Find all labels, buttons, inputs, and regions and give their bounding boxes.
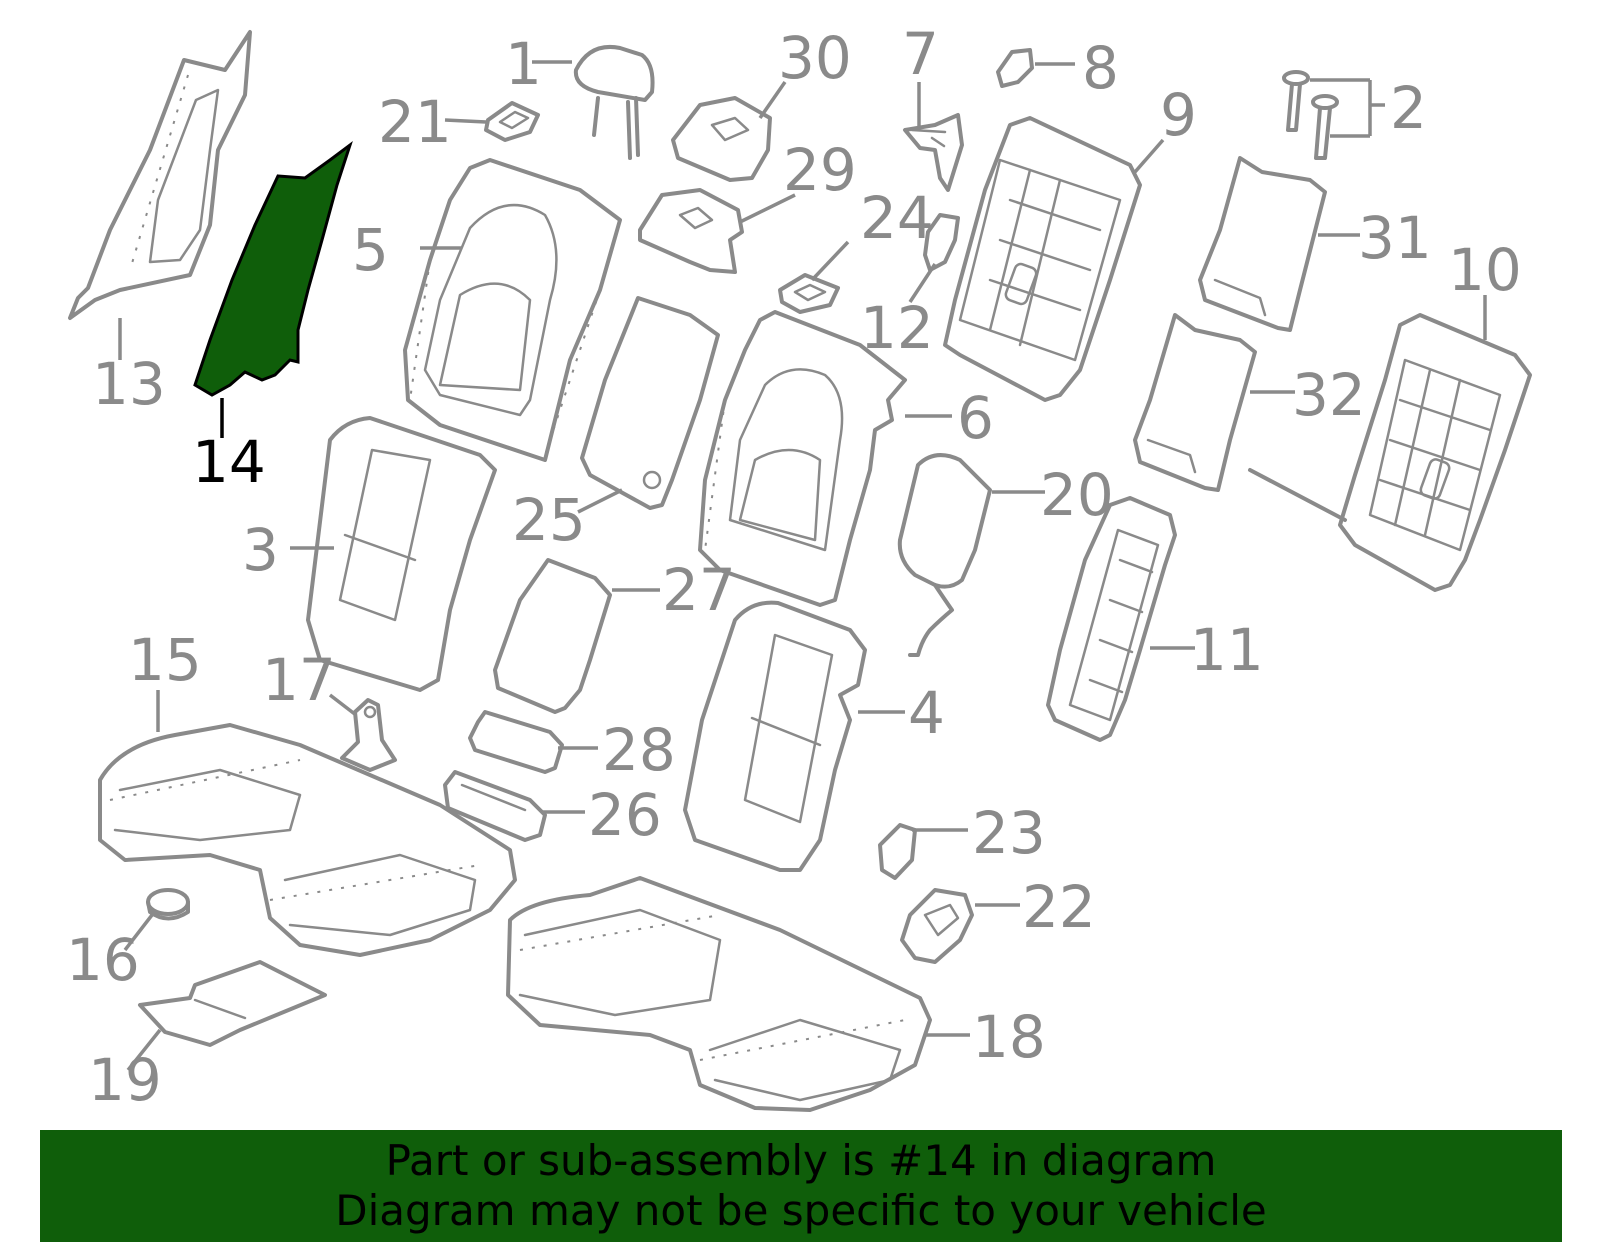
highlighted-part-14[interactable] xyxy=(193,140,353,397)
part-14-drawing[interactable] xyxy=(193,140,353,397)
callout-4[interactable]: 4 xyxy=(908,679,945,747)
part-25-drawing[interactable] xyxy=(580,296,720,510)
part-6-drawing[interactable] xyxy=(698,310,907,607)
callout-30[interactable]: 30 xyxy=(778,24,852,92)
footer-banner-background xyxy=(40,1130,1562,1242)
callout-31[interactable]: 31 xyxy=(1358,204,1432,272)
part-21-drawing[interactable] xyxy=(484,101,540,142)
part-10-drawing[interactable] xyxy=(1248,313,1532,592)
part-28-drawing[interactable] xyxy=(468,710,564,774)
part-11-drawing[interactable] xyxy=(1046,496,1177,742)
part-27-drawing[interactable] xyxy=(493,558,612,714)
callout-17[interactable]: 17 xyxy=(262,646,336,714)
part-23-drawing[interactable] xyxy=(878,823,917,880)
part-17-drawing[interactable] xyxy=(340,698,397,772)
callout-26[interactable]: 26 xyxy=(588,781,662,849)
callout-16[interactable]: 16 xyxy=(66,926,140,994)
callout-10[interactable]: 10 xyxy=(1448,236,1522,304)
callout-25[interactable]: 25 xyxy=(512,486,586,554)
callout-24[interactable]: 24 xyxy=(860,184,934,252)
part-1-drawing[interactable] xyxy=(573,45,655,160)
part-19-drawing[interactable] xyxy=(138,960,327,1047)
callout-6[interactable]: 6 xyxy=(957,384,994,452)
part-13-drawing[interactable] xyxy=(68,30,252,320)
part-31-drawing[interactable] xyxy=(1198,156,1327,332)
callout-27[interactable]: 27 xyxy=(662,556,736,624)
callout-2[interactable]: 2 xyxy=(1390,74,1427,142)
part-26-drawing[interactable] xyxy=(443,770,547,842)
callout-28[interactable]: 28 xyxy=(602,716,676,784)
part-4-drawing[interactable] xyxy=(683,600,867,872)
callout-3[interactable]: 3 xyxy=(242,516,279,584)
footer-line-part-number: Part or sub-assembly is #14 in diagram xyxy=(385,1136,1217,1185)
part-5-drawing[interactable] xyxy=(403,158,622,462)
callout-32[interactable]: 32 xyxy=(1292,361,1366,429)
part-8-drawing[interactable] xyxy=(996,48,1034,88)
part-30-drawing[interactable] xyxy=(671,96,772,182)
leader-lines xyxy=(118,60,1487,1072)
part-16-drawing[interactable] xyxy=(146,888,190,921)
callout-13[interactable]: 13 xyxy=(92,350,166,418)
part-22-drawing[interactable] xyxy=(900,888,974,964)
callout-23[interactable]: 23 xyxy=(972,799,1046,867)
part-2-drawing[interactable] xyxy=(1282,70,1339,160)
footer-line-disclaimer: Diagram may not be specific to your vehi… xyxy=(335,1186,1267,1235)
part-12-drawing[interactable] xyxy=(923,213,960,272)
part-18-drawing[interactable] xyxy=(506,876,932,1112)
part-24-drawing[interactable] xyxy=(778,273,840,314)
callout-8[interactable]: 8 xyxy=(1082,34,1119,102)
part-9-drawing[interactable] xyxy=(943,116,1142,402)
callout-5[interactable]: 5 xyxy=(352,216,389,284)
callout-11[interactable]: 11 xyxy=(1190,616,1264,684)
callout-labels: 1 2 3 4 5 6 7 8 9 10 11 12 13 14 15 16 1… xyxy=(66,20,1522,1114)
part-20-drawing[interactable] xyxy=(897,453,992,657)
callout-9[interactable]: 9 xyxy=(1160,81,1197,149)
callout-22[interactable]: 22 xyxy=(1022,873,1096,941)
part-32-drawing[interactable] xyxy=(1133,313,1257,492)
callout-1[interactable]: 1 xyxy=(505,30,542,98)
callout-15[interactable]: 15 xyxy=(128,626,202,694)
callout-29[interactable]: 29 xyxy=(783,136,857,204)
callout-21[interactable]: 21 xyxy=(378,88,452,156)
callout-14[interactable]: 14 xyxy=(192,428,266,496)
callout-7[interactable]: 7 xyxy=(902,20,939,88)
footer-banner: Part or sub-assembly is #14 in diagram D… xyxy=(40,1130,1562,1242)
callout-19[interactable]: 19 xyxy=(88,1046,162,1114)
part-3-drawing[interactable] xyxy=(306,416,497,692)
callout-18[interactable]: 18 xyxy=(972,1003,1046,1071)
part-7-drawing[interactable] xyxy=(903,113,964,192)
part-15-drawing[interactable] xyxy=(98,723,517,957)
part-29-drawing[interactable] xyxy=(638,188,744,274)
callout-20[interactable]: 20 xyxy=(1040,461,1114,529)
callout-12[interactable]: 12 xyxy=(860,294,934,362)
